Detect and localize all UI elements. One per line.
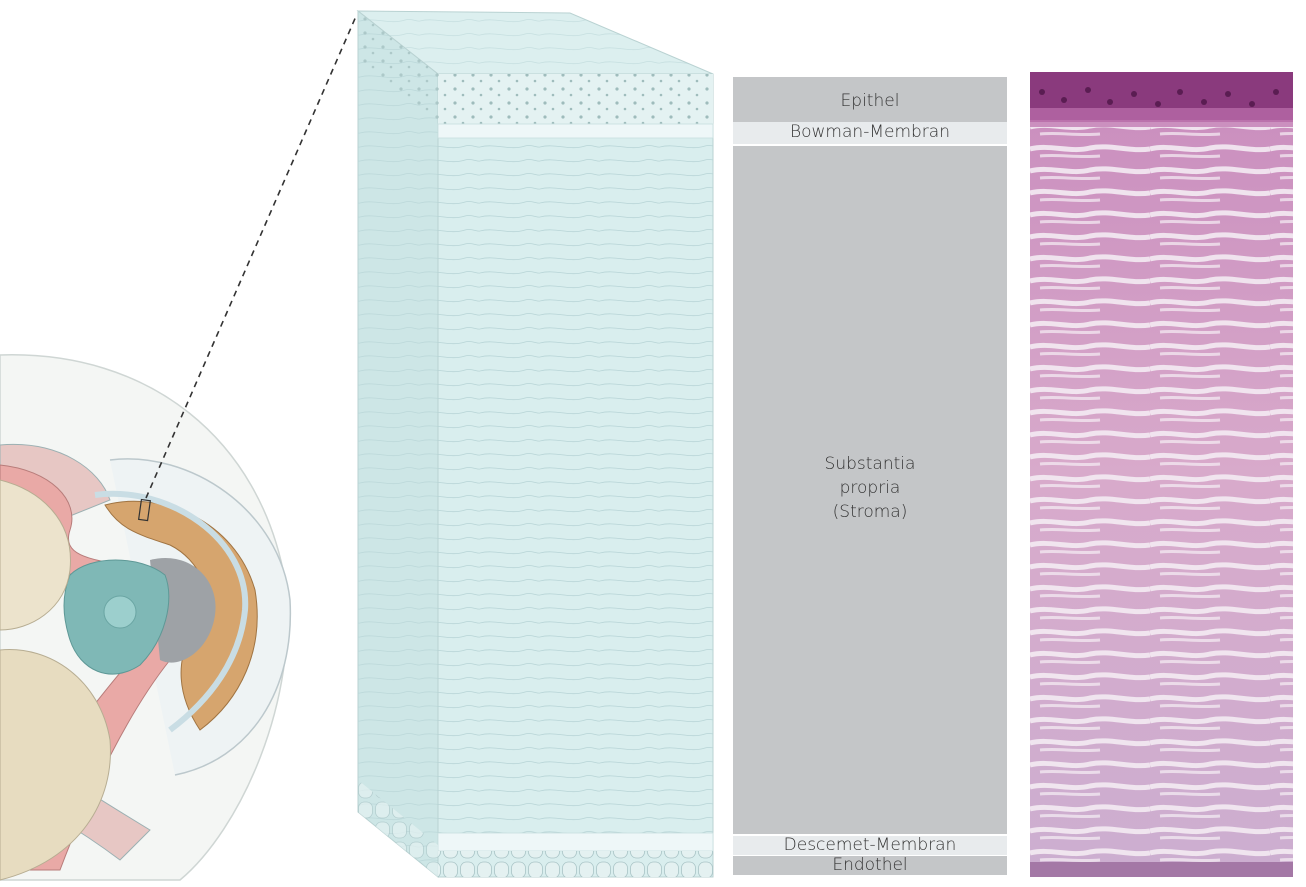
layer-descemet: Descemet-Membran (733, 836, 1007, 855)
layer-bowman-label: Bowman-Membran (790, 122, 950, 142)
layer-epithel-label: Epithel (840, 91, 900, 111)
layer-epithel: Epithel (733, 77, 1007, 122)
layer-bowman: Bowman-Membran (733, 122, 1007, 144)
layer-stroma-label-2: propria (839, 478, 901, 498)
layer-descemet-label: Descemet-Membran (783, 835, 957, 855)
layer-endothel: Endothel (733, 856, 1007, 875)
layer-stroma-label-1: Substantia (824, 454, 916, 474)
layer-stroma-label-3: (Stroma) (832, 502, 908, 522)
layer-endothel-label: Endothel (832, 855, 908, 875)
layer-stroma: Substantia propria (Stroma) (733, 146, 1007, 834)
cornea-block (356, 9, 714, 879)
eye-cross-section (0, 13, 358, 881)
histology-image (1030, 72, 1293, 877)
